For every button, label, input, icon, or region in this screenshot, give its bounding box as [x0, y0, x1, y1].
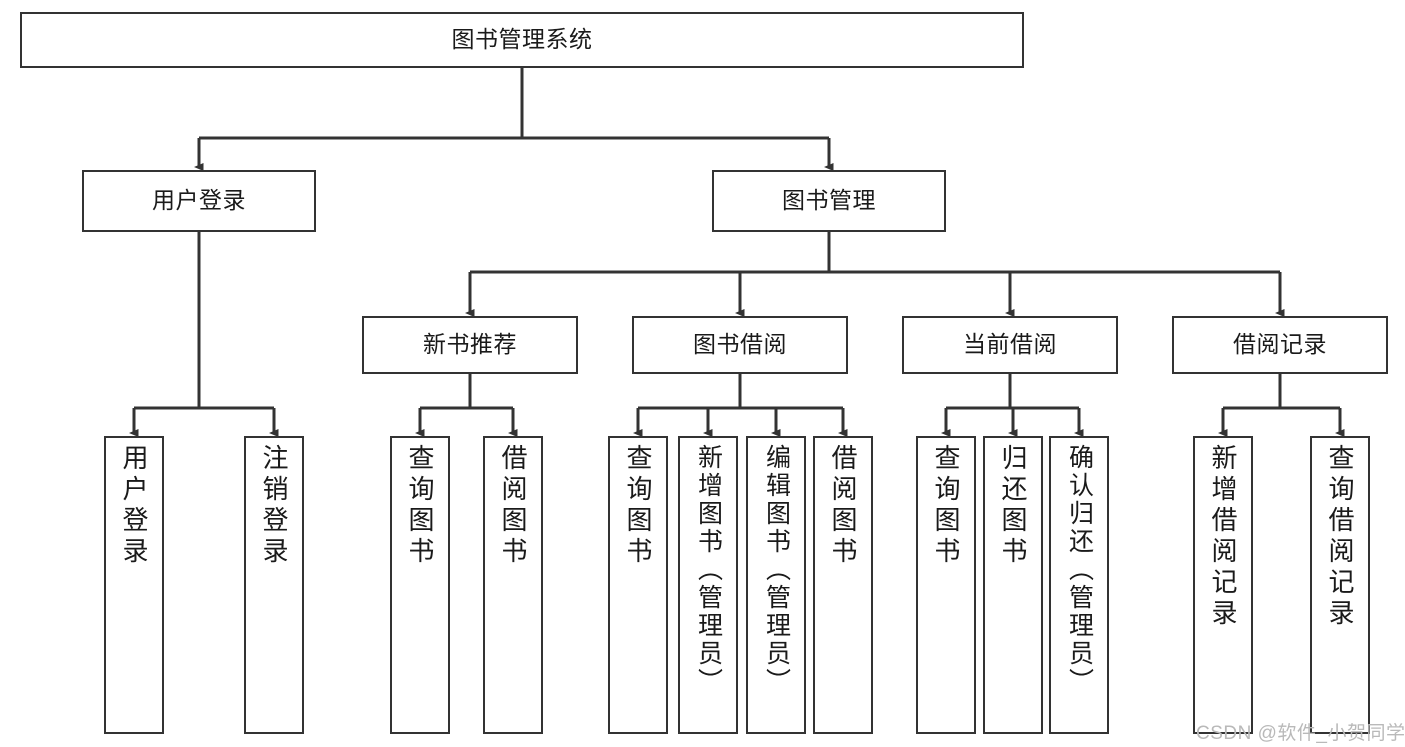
node-leaf-logout-login[interactable]: 注销登录: [244, 436, 304, 734]
csdn-watermark: CSDN @软件_小贺同学: [1196, 723, 1405, 744]
node-leaf-edit-book-admin[interactable]: 编辑图书（管理员）: [746, 436, 806, 734]
node-label: 借阅图书: [498, 444, 528, 568]
node-leaf-confirm-return-admin[interactable]: 确认归还（管理员）: [1049, 436, 1109, 734]
node-book-borrow[interactable]: 图书借阅: [632, 316, 848, 374]
node-label: 新书推荐: [423, 331, 517, 358]
node-leaf-return-book[interactable]: 归还图书: [983, 436, 1043, 734]
node-leaf-borrow-book-bor[interactable]: 借阅图书: [813, 436, 873, 734]
node-leaf-query-book-rec[interactable]: 查询图书: [390, 436, 450, 734]
node-book-manage[interactable]: 图书管理: [712, 170, 946, 232]
node-label: 图书管理: [782, 187, 876, 214]
node-label: 新增图书（管理员）: [694, 444, 723, 696]
node-leaf-user-login[interactable]: 用户登录: [104, 436, 164, 734]
node-label: 借阅记录: [1233, 331, 1327, 358]
node-leaf-add-borrow-record[interactable]: 新增借阅记录: [1193, 436, 1253, 734]
node-user-login[interactable]: 用户登录: [82, 170, 316, 232]
node-label: 图书管理系统: [451, 26, 593, 53]
node-borrow-record[interactable]: 借阅记录: [1172, 316, 1388, 374]
node-label: 新增借阅记录: [1208, 444, 1238, 630]
node-leaf-add-book-admin[interactable]: 新增图书（管理员）: [678, 436, 738, 734]
node-root[interactable]: 图书管理系统: [20, 12, 1024, 68]
node-label: 确认归还（管理员）: [1065, 444, 1094, 696]
node-leaf-query-borrow-record[interactable]: 查询借阅记录: [1310, 436, 1370, 734]
node-label: 借阅图书: [828, 444, 858, 568]
node-leaf-query-book-bor[interactable]: 查询图书: [608, 436, 668, 734]
node-label: 查询图书: [623, 444, 653, 568]
node-label: 当前借阅: [963, 331, 1057, 358]
node-label: 注销登录: [259, 444, 289, 568]
node-new-book-recommend[interactable]: 新书推荐: [362, 316, 578, 374]
node-label: 查询借阅记录: [1325, 444, 1355, 630]
node-leaf-query-book-cur[interactable]: 查询图书: [916, 436, 976, 734]
node-label: 图书借阅: [693, 331, 787, 358]
node-leaf-borrow-book-rec[interactable]: 借阅图书: [483, 436, 543, 734]
node-label: 查询图书: [931, 444, 961, 568]
node-label: 查询图书: [405, 444, 435, 568]
node-label: 用户登录: [119, 444, 149, 568]
node-current-borrow[interactable]: 当前借阅: [902, 316, 1118, 374]
node-label: 用户登录: [152, 187, 246, 214]
node-label: 编辑图书（管理员）: [762, 444, 791, 696]
node-label: 归还图书: [998, 444, 1028, 568]
